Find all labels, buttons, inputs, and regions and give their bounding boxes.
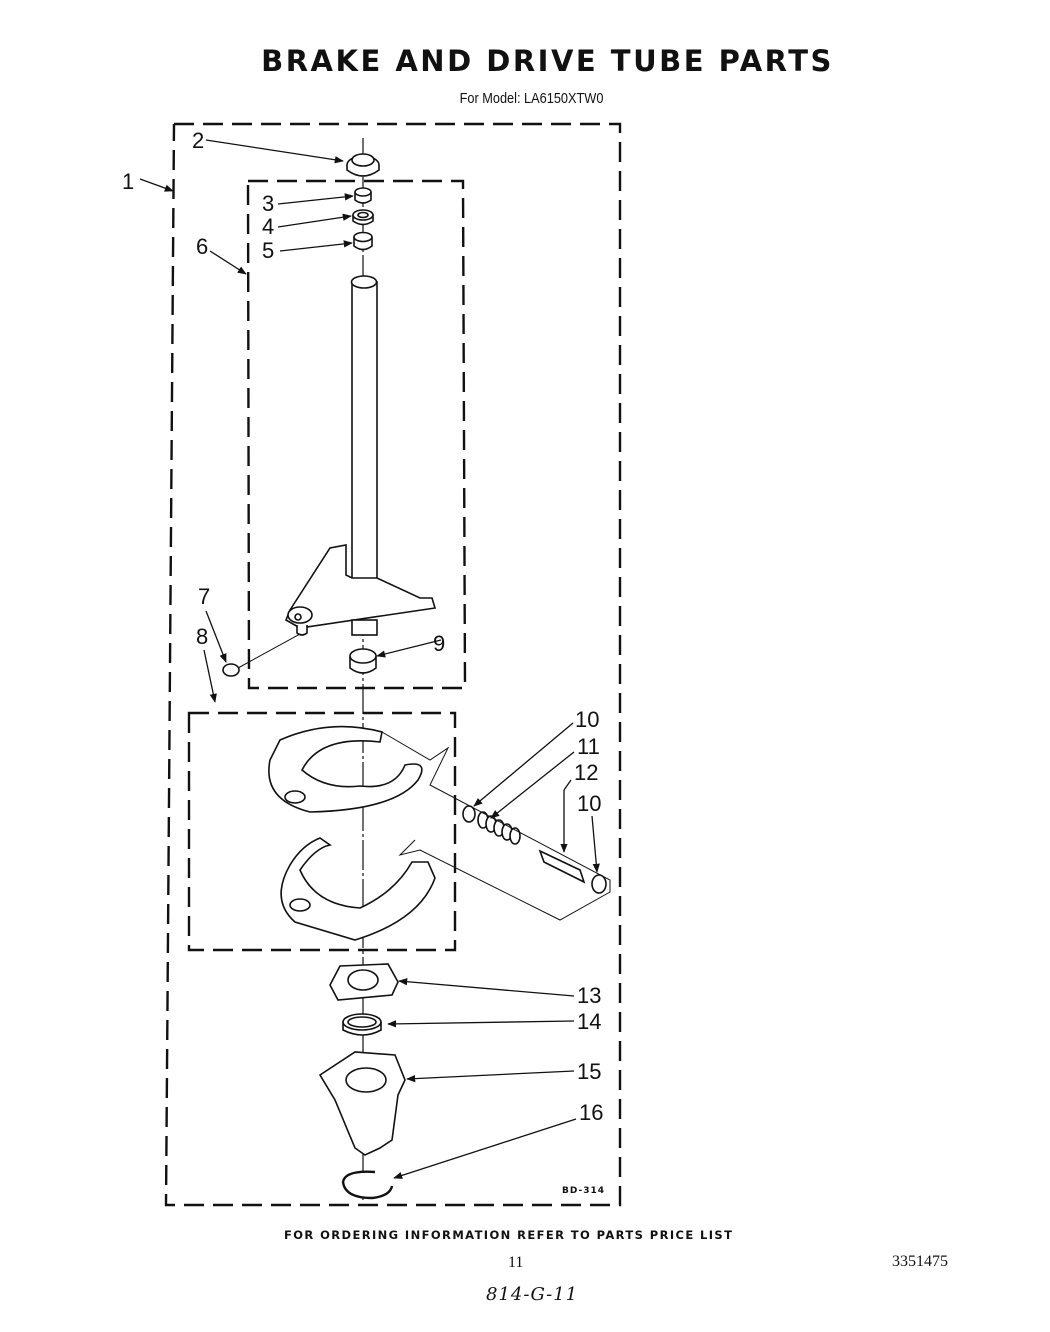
callout-9: 9 (433, 631, 445, 656)
callout-4: 4 (262, 214, 274, 239)
callout-5: 5 (262, 238, 274, 263)
part-15-drive-block (318, 1051, 406, 1156)
ordering-note: FOR ORDERING INFORMATION REFER TO PARTS … (284, 1228, 734, 1242)
model-subtitle: For Model: LA6150XTW0 (459, 90, 604, 107)
part-12-pin (538, 849, 586, 884)
part-7-clip (222, 663, 240, 677)
part-10-washer-a (462, 805, 476, 823)
callout-15: 15 (577, 1059, 601, 1084)
callout-2: 2 (192, 128, 204, 153)
callout-3: 3 (262, 191, 274, 216)
assembly-8-boundary (187, 711, 457, 952)
page-title: BRAKE AND DRIVE TUBE PARTS (261, 44, 834, 78)
callout-11: 11 (577, 734, 600, 759)
callout-12: 12 (574, 760, 598, 785)
brake-shoe-upper (268, 725, 423, 813)
part-5-bushing (353, 231, 373, 251)
callout-14: 14 (577, 1009, 601, 1034)
page-number: 11 (508, 1254, 524, 1271)
part-4-washer (352, 209, 374, 226)
handwritten-annotation: 814-G-11 (486, 1284, 579, 1305)
part-14-ring (342, 1013, 382, 1036)
callout-16: 16 (579, 1100, 603, 1125)
drive-tube (350, 275, 378, 585)
callout-13: 13 (577, 983, 601, 1008)
document-number: 3351475 (892, 1253, 948, 1270)
callout-10b: 10 (577, 791, 601, 816)
brake-bracket (284, 544, 437, 636)
part-13-plate (329, 963, 399, 1001)
part-3-nut (354, 187, 372, 204)
figure-code: BD-314 (562, 1186, 606, 1196)
part-9-seal (349, 648, 377, 674)
callout-7: 7 (198, 584, 210, 609)
callout-10a: 10 (575, 707, 599, 732)
assembly-1-boundary (164, 122, 622, 1207)
part-10-washer-b (591, 874, 607, 894)
callout-1: 1 (122, 169, 134, 194)
assembly-6-boundary (246, 179, 467, 690)
part-16-retaining-ring (341, 1170, 394, 1200)
part-11-spring (477, 811, 521, 845)
part-2-cap (346, 153, 380, 177)
brake-shoe-lower (280, 837, 436, 941)
callout-6: 6 (196, 234, 208, 259)
callout-8: 8 (196, 624, 208, 649)
